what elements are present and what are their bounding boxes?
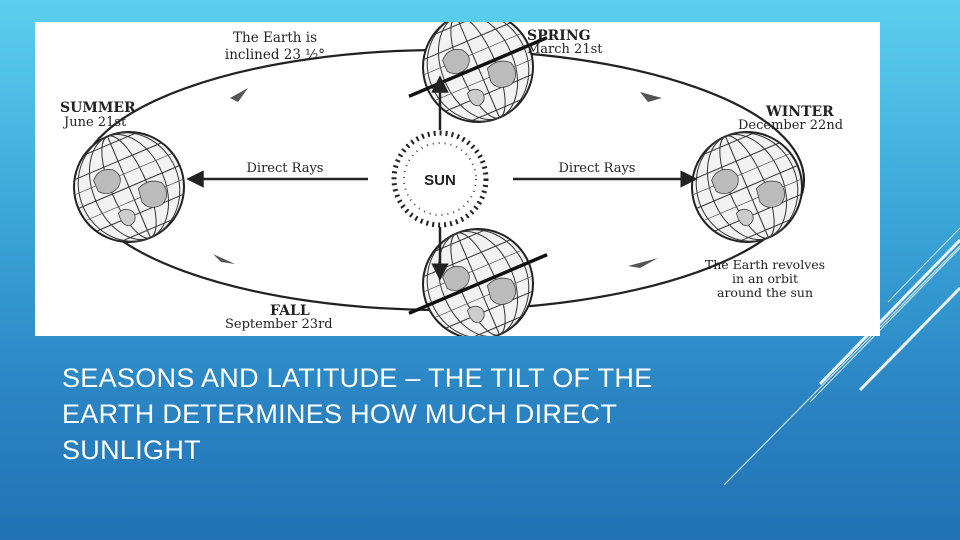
- spring-label: SPRING: [527, 28, 591, 44]
- seasons-diagram: The Earth is inclined 23 ½° SPRING March…: [35, 22, 880, 336]
- orbit-note-line2: in an orbit: [732, 271, 798, 286]
- direct-rays-left-label: Direct Rays: [247, 161, 324, 176]
- fall-label: FALL: [270, 303, 310, 319]
- orbit-arrow-icon: [230, 88, 248, 102]
- tilt-note-line2: inclined 23 ½°: [225, 47, 325, 63]
- tilt-note-line1: The Earth is: [233, 30, 317, 46]
- winter-date: December 22nd: [738, 118, 843, 133]
- spring-date: March 21st: [527, 42, 603, 57]
- diagram-svg: The Earth is inclined 23 ½° SPRING March…: [55, 22, 843, 336]
- summer-label: SUMMER: [60, 100, 136, 116]
- orbit-arrow-icon: [213, 254, 235, 264]
- fall-globe: [404, 210, 552, 336]
- slide-title: SEASONS AND LATITUDE – THE TILT OF THE E…: [62, 363, 653, 465]
- summer-date: June 21st: [62, 115, 127, 130]
- winter-label: WINTER: [765, 104, 834, 120]
- sun-label: SUN: [424, 172, 456, 189]
- fall-date: September 23rd: [225, 317, 333, 332]
- orbit-arrow-icon: [628, 258, 658, 268]
- direct-rays-right-label: Direct Rays: [559, 161, 636, 176]
- sun-icon: [391, 130, 489, 228]
- orbit-note-line3: around the sun: [717, 285, 813, 300]
- orbit-note-line1: The Earth revolves: [705, 257, 825, 272]
- orbit-arrow-icon: [640, 92, 662, 102]
